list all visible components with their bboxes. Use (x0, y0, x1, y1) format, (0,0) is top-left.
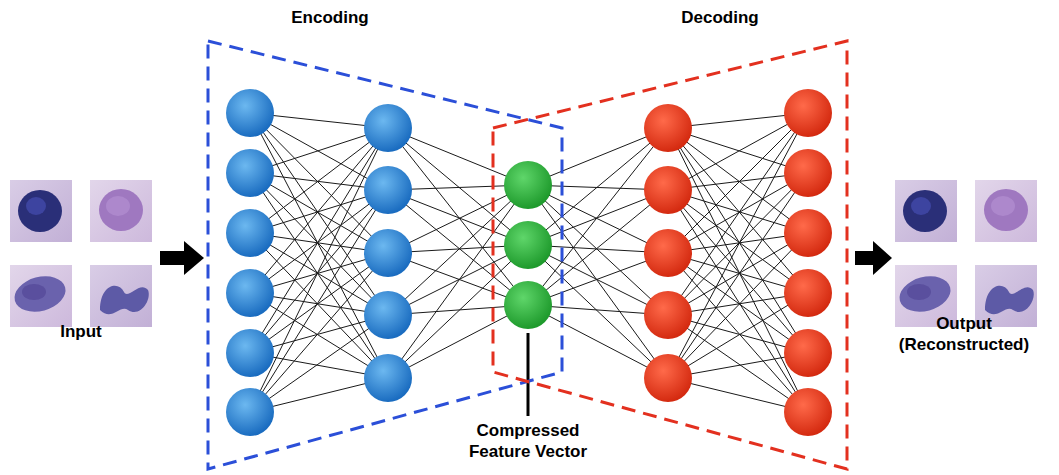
dashed-trapezoid (207, 40, 563, 472)
neuron (784, 209, 832, 257)
flow-arrows (160, 241, 892, 275)
neuron (226, 329, 274, 377)
neuron (504, 161, 552, 209)
neurons (226, 89, 832, 436)
neuron (644, 104, 692, 152)
neuron (364, 166, 412, 214)
leader-line (527, 333, 530, 416)
bottleneck-label: Compressed Feature Vector (452, 420, 604, 462)
neuron (784, 269, 832, 317)
neuron (644, 291, 692, 339)
input-label: Input (21, 321, 141, 342)
neuron (784, 329, 832, 377)
neuron (364, 229, 412, 277)
neuron (364, 104, 412, 152)
connection-line (528, 128, 668, 305)
neuron (226, 269, 274, 317)
neuron (644, 229, 692, 277)
layer-region: Encoding (207, 0, 563, 475)
neuron (226, 209, 274, 257)
region-heading: Decoding (681, 8, 758, 28)
cell-images (10, 180, 1037, 327)
dashed-trapezoid (492, 40, 848, 472)
neuron (784, 149, 832, 197)
neuron (644, 166, 692, 214)
neuron (226, 388, 274, 436)
neuron (644, 354, 692, 402)
neuron (504, 281, 552, 329)
neuron (784, 388, 832, 436)
neuron (784, 89, 832, 137)
connection-line (528, 185, 668, 378)
neuron (226, 89, 274, 137)
connection-line (388, 185, 528, 378)
output-label: Output (Reconstructed) (889, 313, 1039, 355)
neuron (364, 291, 412, 339)
connection-line (250, 190, 388, 353)
connection-line (388, 128, 528, 305)
neuron (504, 221, 552, 269)
layer-region: Decoding (492, 0, 848, 475)
neuron (226, 149, 274, 197)
neuron (364, 354, 412, 402)
region-heading: Encoding (291, 8, 368, 28)
